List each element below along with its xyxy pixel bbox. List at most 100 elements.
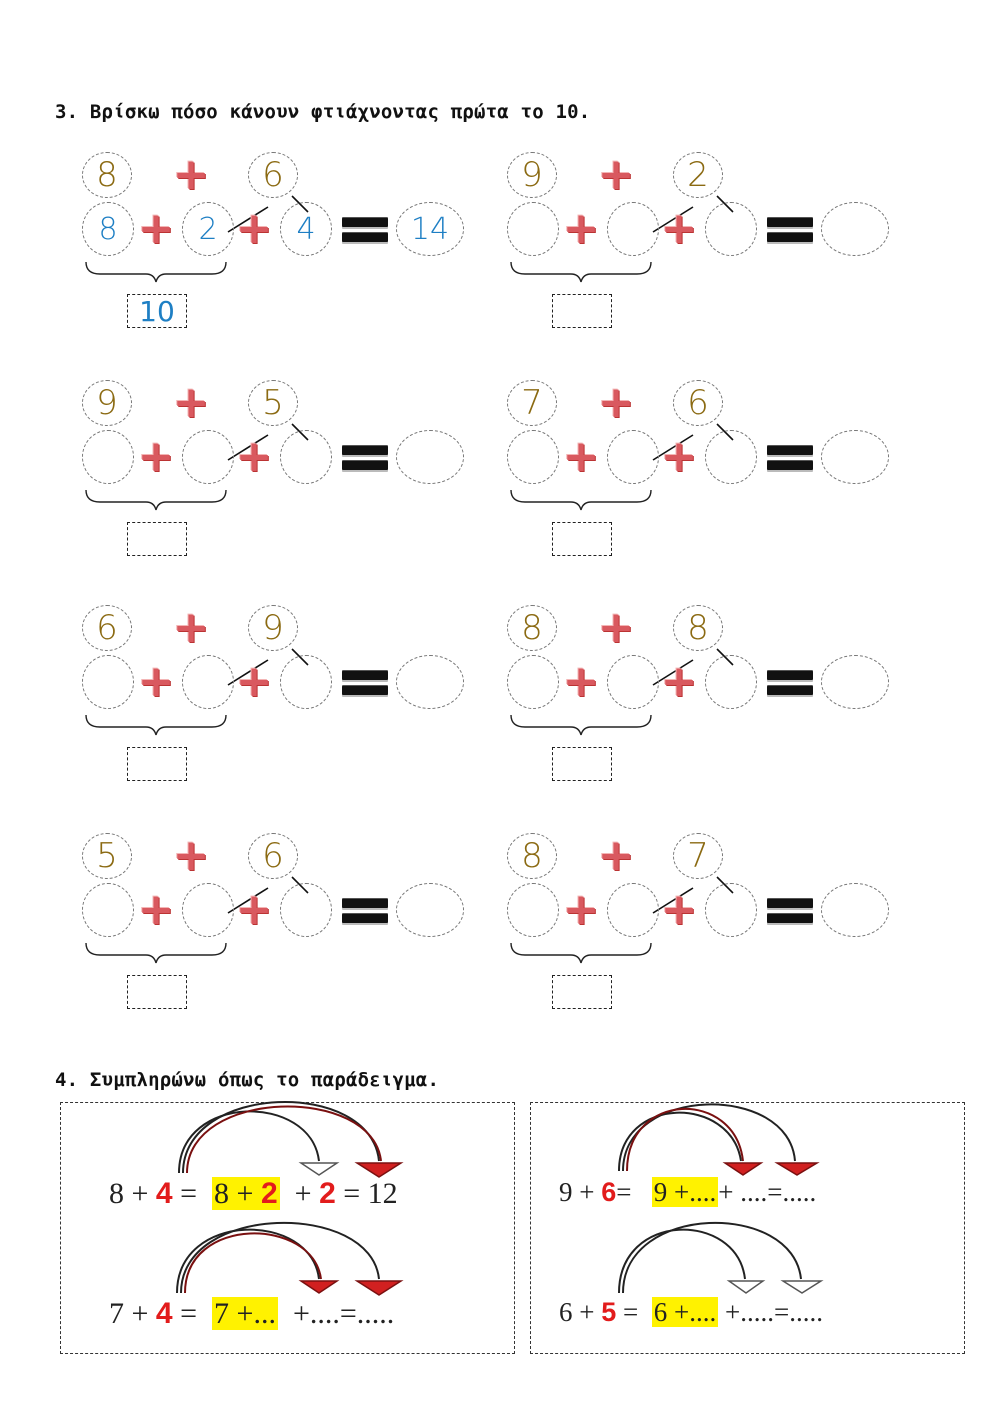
exercise-block: 8 + 7 + + [505,831,905,1021]
plus-sign: + [562,656,600,707]
answer-circle-2[interactable] [607,883,659,937]
answer-value-3 [280,883,332,937]
answer-circle-1[interactable] [507,430,559,484]
equals-sign [767,216,813,244]
answer-value-3 [705,883,757,937]
answer-circle-3[interactable] [280,430,332,484]
plus-sign: + [597,377,635,428]
answer-circle-3[interactable] [280,655,332,709]
ten-box[interactable]: 10 [127,294,187,328]
exercise-equation-4: 6 + 5 = 6 +.... +.....=..... [559,1297,823,1327]
plus-sign: + [235,203,273,254]
equals-sign [342,216,388,244]
answer-circle-2[interactable] [607,655,659,709]
answer-value-3 [705,430,757,484]
section-3-title: 3. Βρίσκω πόσο κάνουν φτιάχνοντας πρώτα … [55,101,591,123]
answer-value-2 [607,655,659,709]
plus-sign: + [660,884,698,935]
ten-box[interactable] [552,975,612,1009]
answer-value-1 [507,883,559,937]
ten-box[interactable] [127,747,187,781]
exercise-block: 8 + 6 8 + 2 + 4 14 10 [80,150,480,340]
equals-sign [767,669,813,697]
ten-box[interactable] [127,522,187,556]
result-circle[interactable] [821,883,889,937]
answer-circle-2[interactable] [182,655,234,709]
addend-a-circle [82,380,132,426]
answer-circle-3[interactable] [705,883,757,937]
addend-b-circle [673,833,723,879]
answer-circle-1[interactable] [82,655,134,709]
addend-a-circle [82,152,132,198]
answer-circle-3[interactable] [280,202,332,256]
plus-sign: + [137,203,175,254]
addend-a-circle [82,833,132,879]
arrows-right [618,1103,824,1294]
addend-b-circle [248,152,298,198]
example-panel-left: 8 + 4 = 8 + 2 + 2 = 12 7 + 4 = 7 +... +.… [60,1101,515,1354]
answer-circle-3[interactable] [705,202,757,256]
answer-circle-2[interactable] [182,202,234,256]
answer-value-1 [82,430,134,484]
addend-a-circle [507,833,557,879]
answer-circle-2[interactable] [607,430,659,484]
answer-circle-3[interactable] [705,655,757,709]
result-circle[interactable] [396,883,464,937]
addend-b: 6 [687,383,709,423]
exercise-panel-right: 9 + 6= 9 +....+ ....=..... 6 + 5 = 6 +..… [530,1102,965,1354]
answer-circle-1[interactable] [82,883,134,937]
result-circle[interactable] [396,202,464,256]
answer-circle-2[interactable] [182,883,234,937]
answer-value-3 [280,655,332,709]
result-value [396,655,464,709]
addend-b: 6 [262,155,284,195]
answer-circle-1[interactable] [507,655,559,709]
answer-value-1 [507,430,559,484]
exercise-block: 9 + 5 + + [80,378,480,568]
plus-sign: + [562,431,600,482]
answer-value-1: 8 [98,211,118,247]
plus-sign: + [235,656,273,707]
addend-a-circle [507,152,557,198]
result-circle[interactable] [821,430,889,484]
answer-circle-2[interactable] [607,202,659,256]
answer-circle-3[interactable] [280,883,332,937]
answer-circle-3[interactable] [705,430,757,484]
answer-circle-1[interactable] [82,202,134,256]
plus-sign: + [172,377,210,428]
ten-box[interactable] [552,747,612,781]
exercise-block: 8 + 8 + + [505,603,905,793]
ten-box[interactable] [552,522,612,556]
ten-box[interactable] [552,294,612,328]
answer-circle-2[interactable] [182,430,234,484]
addend-b: 6 [262,836,284,876]
answer-circle-1[interactable] [507,883,559,937]
addend-b-circle [673,380,723,426]
answer-value-2 [607,202,659,256]
result-circle[interactable] [396,655,464,709]
result-value [821,883,889,937]
example-equation-1: 8 + 4 = 8 + 2 + 2 = 12 [109,1177,398,1210]
ten-box[interactable] [127,975,187,1009]
answer-circle-1[interactable] [82,430,134,484]
result-circle[interactable] [821,202,889,256]
addend-a: 9 [521,155,543,195]
answer-value-3 [705,202,757,256]
addend-b-circle [673,152,723,198]
answer-value-3 [280,430,332,484]
addend-a: 6 [96,608,118,648]
equals-sign [767,897,813,925]
answer-circle-1[interactable] [507,202,559,256]
plus-sign: + [660,431,698,482]
addend-b: 9 [262,608,284,648]
equals-sign [767,444,813,472]
result-circle[interactable] [821,655,889,709]
addend-b: 5 [262,383,284,423]
plus-sign: + [597,149,635,200]
addend-b-circle [673,605,723,651]
addend-a: 7 [521,383,543,423]
answer-value-2 [607,430,659,484]
plus-sign: + [235,431,273,482]
addend-b: 7 [687,836,709,876]
result-circle[interactable] [396,430,464,484]
